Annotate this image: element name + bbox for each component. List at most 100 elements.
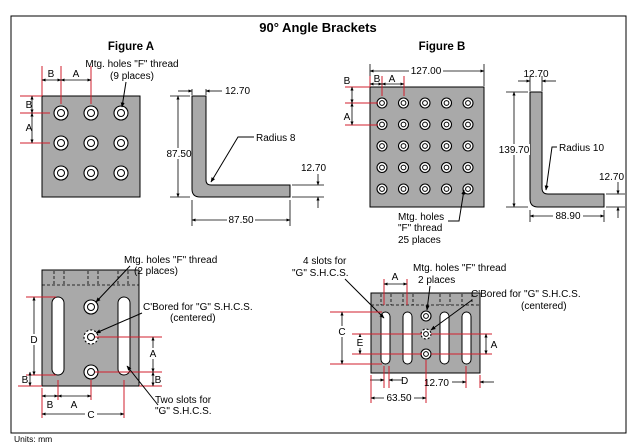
sheet-frame <box>10 15 627 434</box>
figure-b-hole-thread <box>400 121 407 128</box>
detail-b-slots-screw: "G" S.H.C.S. <box>292 268 349 279</box>
figure-b-hole-thread <box>379 186 385 192</box>
figure-b-profile <box>529 91 605 208</box>
figure-b-hole-thread <box>400 100 407 106</box>
figure-a-heading: Figure A <box>108 41 154 53</box>
figure-b-hole-thread <box>465 186 471 192</box>
figure-a-holes-count: (9 places) <box>110 71 154 82</box>
figure-a-hole-thread <box>57 139 65 147</box>
figure-b-hole-thread <box>443 121 450 128</box>
detail-b-label-d: D <box>401 376 408 387</box>
detail-b-holes-count: 2 places <box>418 275 455 286</box>
figure-a-hole-thread <box>117 109 125 117</box>
detail-a-slot-left <box>51 296 65 376</box>
figure-a-hole-thread <box>87 169 95 177</box>
detail-b-slot-2 <box>402 311 413 365</box>
figure-b-hole-thread <box>443 100 450 106</box>
figure-b-dim-thickness: 12.70 <box>523 69 548 80</box>
detail-a-slots-note: Two slots for <box>155 395 212 406</box>
figure-b-hole-thread <box>379 121 385 128</box>
figure-b-dim-thickness-right: 12.70 <box>599 172 624 183</box>
detail-a-label-b-right: B <box>155 375 162 386</box>
figure-b-holes-thread: "F" thread <box>398 223 442 234</box>
figure-a: Figure A B A B A Mtg. holes "F" thread (… <box>20 41 326 226</box>
figure-b-label-b-left: B <box>344 76 351 87</box>
detail-a-label-c: C <box>87 410 94 421</box>
detail-b-label-c: C <box>338 327 345 338</box>
figure-a-hole-thread <box>57 109 65 117</box>
figure-b-holes-count: 25 places <box>398 235 441 246</box>
figure-b-hole-grid <box>376 97 474 195</box>
figure-b-heading: Figure B <box>419 41 466 53</box>
figure-a-hole-thread <box>87 109 95 117</box>
units-note: Units: mm <box>14 434 52 444</box>
figure-a-hole-thread <box>87 139 95 147</box>
detail-a-holes-note: Mtg. holes "F" thread <box>124 255 217 266</box>
figure-b-hole-thread <box>422 186 428 192</box>
detail-b: 4 slots for "G" S.H.C.S. A Mtg. holes "F… <box>292 256 581 404</box>
figure-b-dim-width-top: 127.00 <box>411 66 442 77</box>
figure-b-dim-width: 88.90 <box>555 211 580 222</box>
detail-a-label-a-bottom: A <box>71 400 78 411</box>
detail-a-label-d: D <box>30 335 37 346</box>
figure-b-hole-thread <box>465 121 471 128</box>
figure-b-hole-thread <box>400 186 407 192</box>
detail-a-slots-screw: "G" S.H.C.S. <box>155 406 212 417</box>
detail-a-slot-right <box>117 296 131 376</box>
figure-b-label-a-left: A <box>344 112 351 123</box>
detail-b-dim-bottom: 63.50 <box>386 393 411 404</box>
detail-b-cbore-note: C'Bored for "G" S.H.C.S. <box>471 289 581 300</box>
figure-b-hole-thread <box>400 164 407 171</box>
figure-a-dim-height: 87.50 <box>166 149 191 160</box>
detail-b-slot-3 <box>439 311 450 365</box>
detail-a-label-b-left: B <box>22 375 29 386</box>
figure-b-hole-thread <box>465 143 471 149</box>
detail-b-holes-note: Mtg. holes "F" thread <box>413 263 506 274</box>
detail-b-slot-4 <box>461 311 472 365</box>
figure-b-hole-thread <box>465 164 471 171</box>
figure-a-dim-thickness: 12.70 <box>225 86 250 97</box>
figure-b-hole-thread <box>443 186 450 192</box>
figure-b-hole-thread <box>422 121 428 128</box>
figure-b-hole-thread <box>443 143 450 149</box>
detail-a-holes-count: (2 places) <box>134 266 178 277</box>
figure-b-label-b-top: B <box>374 74 381 85</box>
detail-b-label-a-top: A <box>392 272 399 283</box>
figure-a-dim-width: 87.50 <box>228 215 253 226</box>
figure-b-hole-thread <box>465 100 471 106</box>
detail-a-cbore-centered: (centered) <box>170 313 216 324</box>
figure-a-radius-note: Radius 8 <box>256 133 296 144</box>
figure-a-label-a-left: A <box>26 123 33 134</box>
figure-a-label-b-top: B <box>48 69 55 80</box>
figure-b-hole-thread <box>422 143 428 149</box>
figure-b-hole-thread <box>422 100 428 106</box>
detail-b-label-a-right: A <box>491 340 498 351</box>
figure-b-holes-note: Mtg. holes <box>398 212 444 223</box>
drawing-title: 90° Angle Brackets <box>259 20 376 35</box>
figure-b-hole-thread <box>400 143 407 149</box>
detail-a-label-b-bottom: B <box>47 400 54 411</box>
figure-a-hole-thread <box>57 169 65 177</box>
figure-a-label-a-top: A <box>73 69 80 80</box>
figure-b-hole-thread <box>379 143 385 149</box>
figure-a-hole-grid <box>53 105 129 181</box>
figure-b-hole-thread <box>379 164 385 171</box>
figure-a-label-b-left: B <box>26 100 33 111</box>
figure-b-hole-thread <box>443 164 450 171</box>
detail-a-cbore-note: C'Bored for "G" S.H.C.S. <box>143 302 253 313</box>
figure-b: Figure B 127.00 B A B A Mtg. holes "F" t… <box>344 41 625 246</box>
detail-b-dim-right: 12.70 <box>424 378 449 389</box>
detail-b-cbore-centered: (centered) <box>521 301 567 312</box>
figure-a-hole-thread <box>117 169 125 177</box>
detail-b-slots-note: 4 slots for <box>303 256 347 267</box>
figure-b-dim-height: 139.70 <box>499 145 530 156</box>
figure-a-dim-thickness-right: 12.70 <box>301 163 326 174</box>
detail-a-label-a: A <box>150 349 157 360</box>
detail-b-label-e: E <box>357 338 364 349</box>
figure-a-holes-note: Mtg. holes "F" thread <box>85 59 178 70</box>
figure-b-radius-note: Radius 10 <box>559 143 604 154</box>
figure-b-hole-thread <box>379 100 385 106</box>
figure-b-label-a-top: A <box>389 74 396 85</box>
detail-b-slot-1 <box>380 311 391 365</box>
